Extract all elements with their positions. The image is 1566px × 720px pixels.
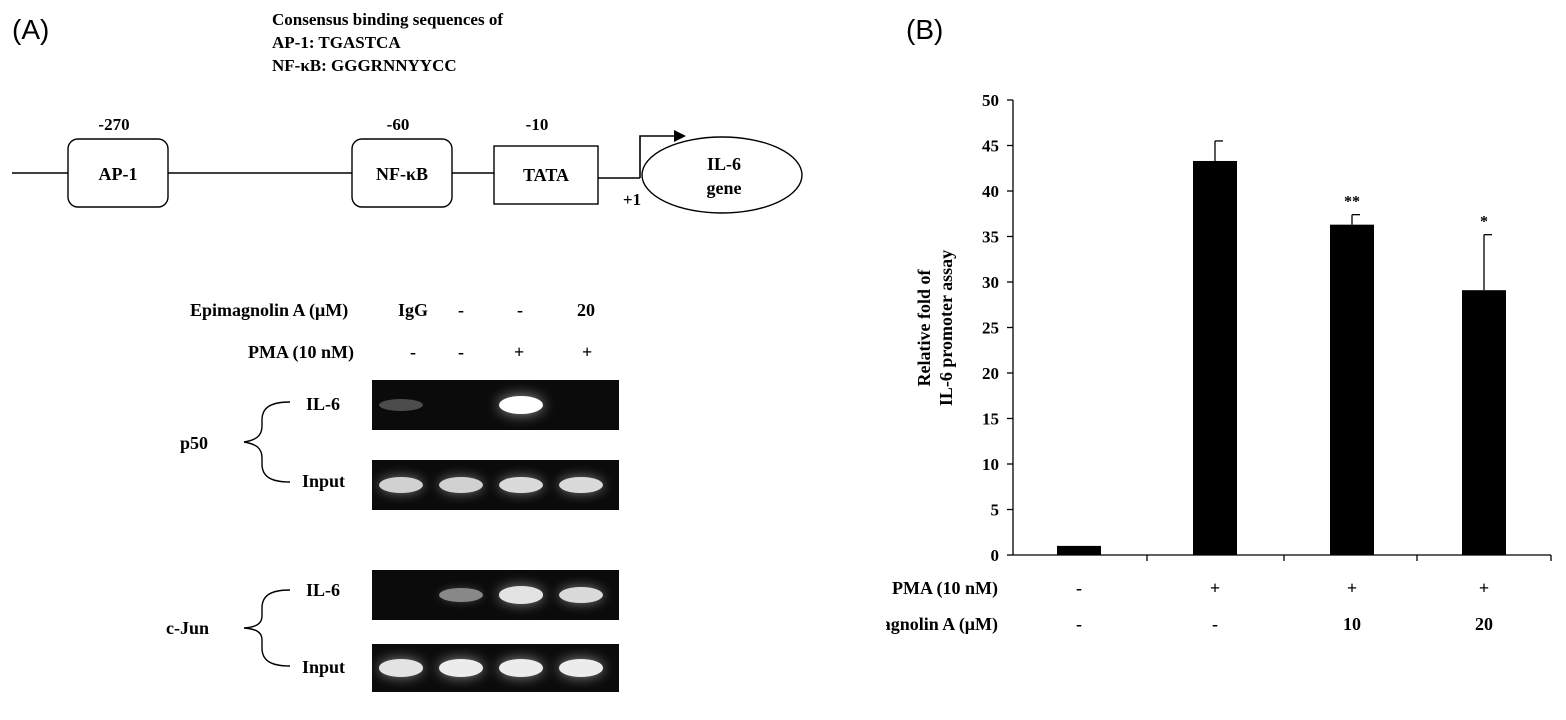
gel-band: [499, 586, 543, 604]
transcription-start-arrow: [639, 135, 676, 178]
y-axis: 0 5 10 15 20 25 30 35 40 45 50: [982, 91, 1552, 565]
gel-strip: [372, 570, 619, 620]
condition-row-label: PMA (10 nM): [892, 578, 998, 599]
condition-value: 10: [1343, 614, 1361, 634]
significance-marker: *: [1480, 214, 1488, 231]
gel-band: [439, 476, 483, 494]
cjun-input-row-label: Input: [302, 657, 346, 677]
gel-brackets: [243, 401, 291, 667]
condition-value: +: [1347, 578, 1357, 598]
gel-band: [559, 659, 603, 677]
ap1-element-label: AP-1: [99, 164, 138, 184]
gel-band: [499, 659, 543, 677]
condition-value: -: [1076, 614, 1082, 634]
condition-value: 20: [1475, 614, 1493, 634]
il6-gene-ellipse: [641, 136, 803, 214]
y-tick-label: 20: [982, 364, 999, 383]
gel-band: [559, 476, 603, 494]
panel-a-label: (A): [12, 14, 50, 45]
tata-position: -10: [526, 115, 549, 134]
bar: [1462, 290, 1506, 555]
tata-element-label: TATA: [523, 165, 569, 185]
p50-input-row-label: Input: [302, 471, 346, 491]
y-tick-label: 30: [982, 273, 999, 292]
gene-label-line1: IL-6: [707, 154, 741, 174]
condition-value: -: [1212, 614, 1218, 634]
gel-epi-value: -: [517, 300, 523, 320]
bar: [1057, 545, 1101, 555]
gel-epimagnolin-label: Epimagnolin A (μM): [190, 300, 349, 320]
p50-antibody-label: p50: [180, 433, 209, 453]
gel-pma-value: +: [514, 342, 525, 362]
gel-pma-value: -: [410, 342, 416, 362]
condition-value: +: [1210, 578, 1220, 598]
gel-strip: [372, 460, 619, 510]
gene-label-line2: gene: [707, 178, 742, 198]
y-tick-label: 15: [982, 410, 999, 429]
promoter-diagram: -270 -60 -10 AP-1 NF-κB TATA +1 IL-6 gen…: [12, 115, 803, 214]
cjun-il6-row-label: IL-6: [306, 580, 341, 600]
gel-band: [499, 396, 543, 414]
gel-strip: [372, 644, 619, 692]
gel-band: [439, 587, 483, 603]
y-tick-label: 40: [982, 182, 999, 201]
nfkb-position: -60: [387, 115, 410, 134]
y-tick-label: 25: [982, 319, 999, 338]
bars: ***: [1057, 140, 1506, 556]
gel-band: [499, 476, 543, 494]
gel-epi-value: 20: [577, 300, 595, 320]
arrow-head-icon: [674, 130, 686, 142]
condition-value: +: [1479, 578, 1489, 598]
y-tick-label: 50: [982, 91, 999, 110]
bar: [1330, 224, 1374, 556]
gel-band: [379, 476, 423, 494]
y-axis-label-line2: IL-6 promoter assay: [936, 250, 956, 406]
y-tick-label: 10: [982, 455, 999, 474]
gel-pma-value: -: [458, 342, 464, 362]
ap1-position: -270: [98, 115, 129, 134]
consensus-block: Consensus binding sequences of AP-1: TGA…: [272, 8, 503, 77]
panel-b-label: (B): [906, 14, 944, 45]
consensus-heading: Consensus binding sequences of: [272, 10, 503, 29]
cjun-antibody-label: c-Jun: [166, 618, 210, 638]
condition-value: -: [1076, 578, 1082, 598]
gel-epi-value: -: [458, 300, 464, 320]
consensus-nfkb: NF-κB: GGGRNNYYCC: [272, 56, 457, 75]
bar: [1193, 160, 1237, 555]
gel-epi-value: IgG: [398, 300, 429, 320]
gel-band: [379, 398, 423, 412]
y-axis-label-line1: Relative fold of: [914, 269, 934, 387]
nfkb-element-label: NF-κB: [376, 164, 428, 184]
p50-il6-row-label: IL-6: [306, 394, 341, 414]
gel-band: [379, 659, 423, 677]
ap1-element: [67, 138, 169, 208]
condition-row-label: Epimagnolin A (μM): [886, 614, 998, 635]
y-tick-label: 35: [982, 228, 999, 247]
y-tick-label: 5: [991, 501, 1000, 520]
p50-bracket: [243, 401, 291, 483]
gel-band: [439, 659, 483, 677]
gel-strip: [372, 380, 619, 430]
significance-marker: **: [1344, 194, 1360, 211]
gel-band: [559, 586, 603, 604]
y-tick-label: 45: [982, 137, 999, 156]
consensus-ap1: AP-1: TGASTCA: [272, 33, 401, 52]
cjun-bracket: [243, 589, 291, 667]
gel-pma-value: +: [582, 342, 593, 362]
gel-pma-label: PMA (10 nM): [248, 342, 354, 362]
tata-element: [493, 145, 599, 205]
start-site-label: +1: [623, 190, 641, 209]
nfkb-element: [351, 138, 453, 208]
y-tick-label: 0: [991, 546, 1000, 565]
